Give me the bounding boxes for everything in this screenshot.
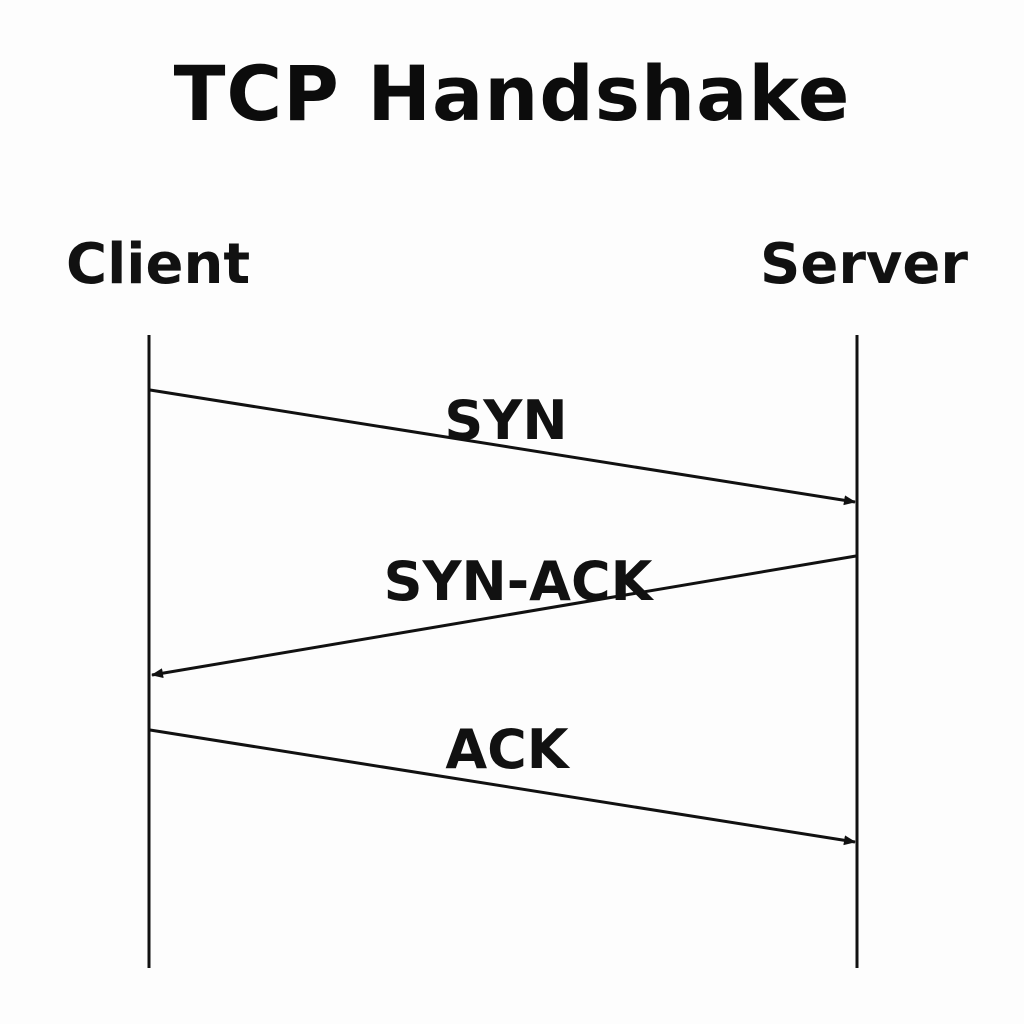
- diagram-title: TCP Handshake: [173, 49, 851, 138]
- ack-arrow: [149, 728, 856, 846]
- syn-arrow: [149, 388, 856, 506]
- server-label: Server: [760, 232, 969, 297]
- syn-ack-arrow: [151, 554, 857, 679]
- syn-ack-label: SYN-ACK: [384, 550, 655, 613]
- syn-label: SYN: [444, 389, 567, 452]
- client-label: Client: [66, 232, 251, 297]
- ack-label: ACK: [445, 718, 570, 781]
